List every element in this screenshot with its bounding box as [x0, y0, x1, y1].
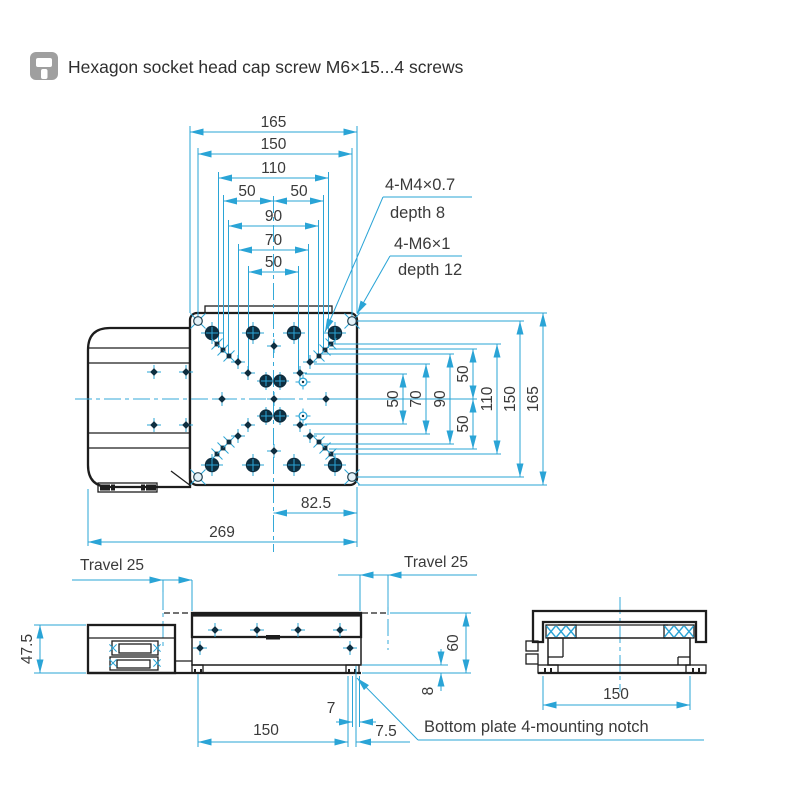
dim-110-top: 110: [261, 160, 286, 177]
dim-165-right: 165: [525, 386, 542, 412]
dim-70-top: 70: [265, 232, 283, 249]
label-m4: 4-M4×0.7: [385, 176, 455, 194]
connector-cross: [108, 643, 118, 653]
extension-lines-top: [189, 126, 358, 375]
dim-150-right: 150: [502, 386, 519, 412]
dim-50-top-inner: 50: [265, 254, 283, 271]
thread-callouts: 4-M4×0.7 depth 8 4-M6×1 depth 12: [324, 176, 472, 333]
connector-cross: [152, 643, 162, 653]
dim-50-right-lower: 50: [455, 415, 472, 433]
end-view-body: [525, 597, 708, 692]
dimensions-bottom: 82.5 269: [87, 487, 358, 547]
dim-269: 269: [209, 524, 235, 541]
dim-150-side: 150: [253, 722, 279, 739]
dim-60: 60: [445, 634, 462, 652]
screw-icon-shaft: [41, 69, 48, 79]
stage-side: [88, 611, 363, 675]
dimensions-top: 165 150 110 50 50 90 70 50: [190, 114, 357, 276]
height-dims-60-8: 60 8: [362, 612, 471, 696]
label-m6: 4-M6×1: [394, 235, 450, 253]
notch-note: Bottom plate 4-mounting notch: [356, 677, 704, 741]
dim-110-right: 110: [479, 386, 496, 411]
travel-dim-left: Travel 25: [72, 557, 193, 650]
dim-50-right-inner: 50: [385, 390, 402, 408]
dim-150-top: 150: [261, 136, 287, 153]
label-travel-right: Travel 25: [404, 554, 468, 571]
dim-47-5: 47.5: [19, 634, 36, 664]
dim-82-5: 82.5: [301, 495, 331, 512]
dim-8: 8: [420, 687, 437, 696]
dim-165-top: 165: [261, 114, 287, 131]
label-travel-left: Travel 25: [80, 557, 144, 574]
height-dim-475: 47.5: [19, 624, 86, 674]
dim-90-top: 90: [265, 208, 283, 225]
top-view: 165 150 110 50 50 90 70 50: [75, 114, 547, 552]
dim-150-end: 150: [603, 686, 629, 703]
dim-50-top-left: 50: [238, 183, 256, 200]
dim-90-right: 90: [432, 390, 449, 408]
label-m4-depth: depth 8: [390, 204, 445, 222]
motor-side: [86, 623, 177, 675]
motor-connector: [97, 482, 158, 493]
dimensions-right: 50 70 90 50 50 110 150 165: [385, 313, 547, 485]
header-title: Hexagon socket head cap screw M6×15...4 …: [68, 57, 464, 77]
dim-50-top-right: 50: [290, 183, 308, 200]
dim-7-5: 7.5: [375, 723, 397, 740]
side-view: Travel 25 47.5: [19, 557, 704, 747]
dim-50-right-upper: 50: [455, 365, 472, 383]
dim-7: 7: [327, 700, 336, 717]
side-bottom-dims: 7 150 7.5: [197, 666, 410, 747]
dim-70-right: 70: [408, 390, 425, 408]
header: Hexagon socket head cap screw M6×15...4 …: [30, 52, 464, 80]
extension-lines-right: [305, 312, 547, 486]
end-view: Travel 25: [338, 554, 708, 710]
screw-icon-head: [36, 58, 52, 67]
motor-housing: [86, 326, 192, 493]
travel-dim-right: Travel 25: [338, 554, 477, 650]
corner-break-line: [170, 470, 192, 487]
label-bottom-plate-notch: Bottom plate 4-mounting notch: [424, 718, 649, 736]
connector-cross: [152, 658, 162, 668]
end-view-width-dim: 150: [542, 676, 691, 710]
label-m6-depth: depth 12: [398, 261, 462, 279]
